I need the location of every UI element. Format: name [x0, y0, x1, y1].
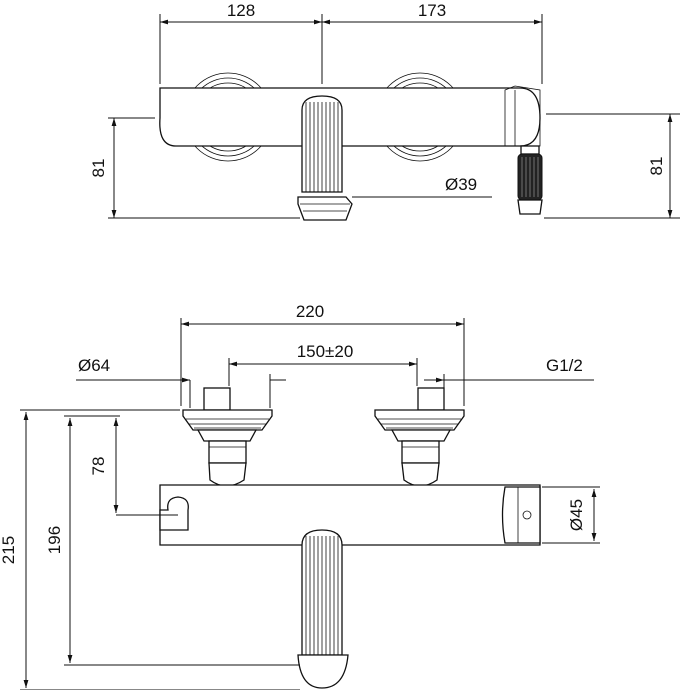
dim-220: 220	[296, 302, 324, 321]
dim-handle-diameter: Ø64	[78, 356, 110, 375]
mixer-body-top	[159, 87, 541, 147]
hand-shower-handle-top	[517, 145, 543, 215]
dim-thread: G1/2	[546, 356, 583, 375]
dim-196: 196	[45, 526, 64, 554]
mixer-body-front	[159, 484, 541, 546]
spout-front	[297, 529, 349, 689]
dim-body-diameter: Ø45	[567, 499, 586, 531]
dim-81-left: 81	[89, 159, 108, 178]
dim-173: 173	[418, 1, 446, 20]
dim-spout-diameter: Ø39	[445, 175, 477, 194]
dim-128: 128	[227, 1, 255, 20]
front-view: 220 150±20 Ø64 G1/2 215 196 78	[0, 302, 600, 691]
left-handle-assembly	[182, 387, 273, 487]
top-view: 128 173 81 81 Ø39	[89, 1, 680, 221]
spout-top	[297, 95, 353, 221]
dim-150-20: 150±20	[297, 342, 354, 361]
dim-78: 78	[89, 457, 108, 476]
right-handle-assembly	[374, 387, 465, 487]
dim-81-right: 81	[647, 157, 666, 176]
dim-215: 215	[0, 536, 18, 564]
